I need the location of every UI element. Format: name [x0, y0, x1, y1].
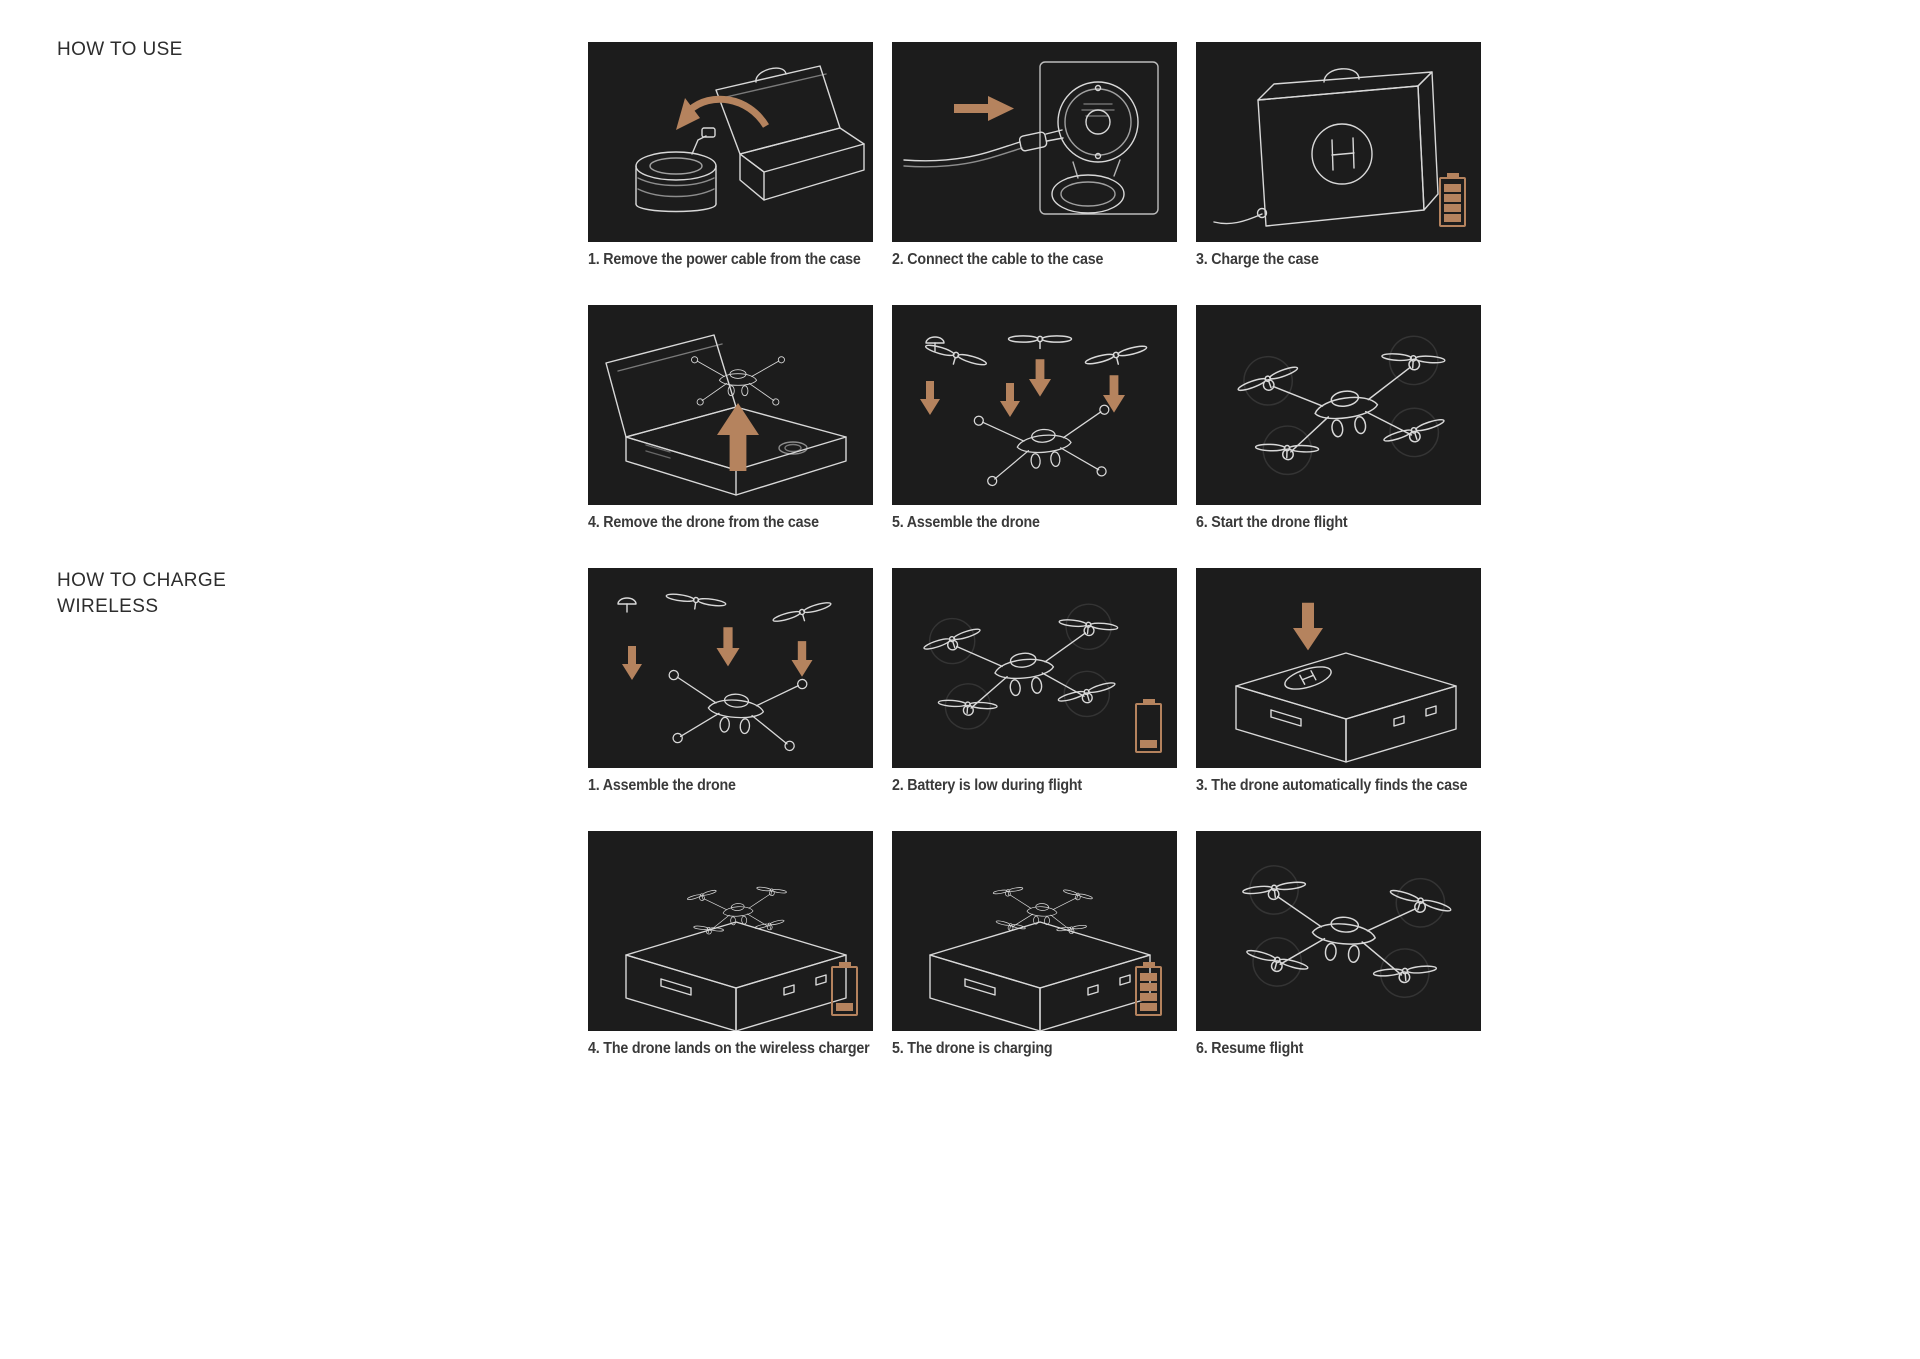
step-caption: 4. The drone lands on the wireless charg…	[588, 1040, 870, 1057]
step-panel-use-4: 4. Remove the drone from the case	[588, 305, 873, 532]
battery-icon	[1135, 966, 1162, 1016]
section-heading-how-to-use: HOW TO USE	[57, 39, 183, 60]
illustration-find-case	[1196, 568, 1481, 768]
illustration-drone-charging	[892, 831, 1177, 1031]
right-arrow-icon	[954, 96, 1014, 121]
step-caption: 6. Start the drone flight	[1196, 514, 1348, 531]
steps-grid: 1. Remove the power cable from the case	[588, 42, 1481, 1058]
battery-icon	[1135, 703, 1162, 753]
step-panel-use-3: 3. Charge the case	[1196, 42, 1481, 269]
step-panel-charge-2: 2. Battery is low during flight	[892, 568, 1177, 795]
step-caption: 3. Charge the case	[1196, 251, 1319, 268]
heading-line-2: WIRELESS	[57, 596, 159, 617]
step-panel-charge-6: 6. Resume flight	[1196, 831, 1481, 1058]
step-panel-charge-5: 5. The drone is charging	[892, 831, 1177, 1058]
step-panel-use-6: 6. Start the drone flight	[1196, 305, 1481, 532]
down-arrows-icon	[920, 359, 1125, 417]
illustration-remove-power-cable	[588, 42, 873, 242]
step-panel-charge-3: 3. The drone automatically finds the cas…	[1196, 568, 1481, 795]
step-panel-use-5: 5. Assemble the drone	[892, 305, 1177, 532]
step-panel-charge-1: 1. Assemble the drone	[588, 568, 873, 795]
battery-icon	[831, 966, 858, 1016]
illustration-charge-case	[1196, 42, 1481, 242]
step-caption: 6. Resume flight	[1196, 1040, 1304, 1057]
down-arrows-icon	[622, 627, 813, 680]
step-caption: 2. Connect the cable to the case	[892, 251, 1104, 268]
illustration-battery-low	[892, 568, 1177, 768]
illustration-resume-flight	[1196, 831, 1481, 1031]
up-arrow-icon	[717, 403, 759, 471]
step-panel-use-2: 2. Connect the cable to the case	[892, 42, 1177, 269]
step-caption: 1. Remove the power cable from the case	[588, 251, 861, 268]
section-heading-how-to-charge: HOW TO CHARGE WIRELESS	[57, 568, 226, 620]
illustration-remove-drone	[588, 305, 873, 505]
step-caption: 3. The drone automatically finds the cas…	[1196, 777, 1468, 794]
illustration-connect-cable	[892, 42, 1177, 242]
down-arrow-icon	[1293, 602, 1323, 651]
step-caption: 5. Assemble the drone	[892, 514, 1040, 531]
heading-line-1: HOW TO CHARGE	[57, 570, 227, 591]
step-caption: 4. Remove the drone from the case	[588, 514, 819, 531]
battery-icon	[1439, 177, 1466, 227]
step-panel-charge-4: 4. The drone lands on the wireless charg…	[588, 831, 873, 1058]
step-caption: 1. Assemble the drone	[588, 777, 736, 794]
curved-arrow-icon	[676, 95, 769, 130]
illustration-assemble-drone	[892, 305, 1177, 505]
step-caption: 5. The drone is charging	[892, 1040, 1053, 1057]
illustration-assemble-drone-2	[588, 568, 873, 768]
step-caption: 2. Battery is low during flight	[892, 777, 1082, 794]
step-panel-use-1: 1. Remove the power cable from the case	[588, 42, 873, 269]
illustration-land-on-charger	[588, 831, 873, 1031]
illustration-start-flight	[1196, 305, 1481, 505]
